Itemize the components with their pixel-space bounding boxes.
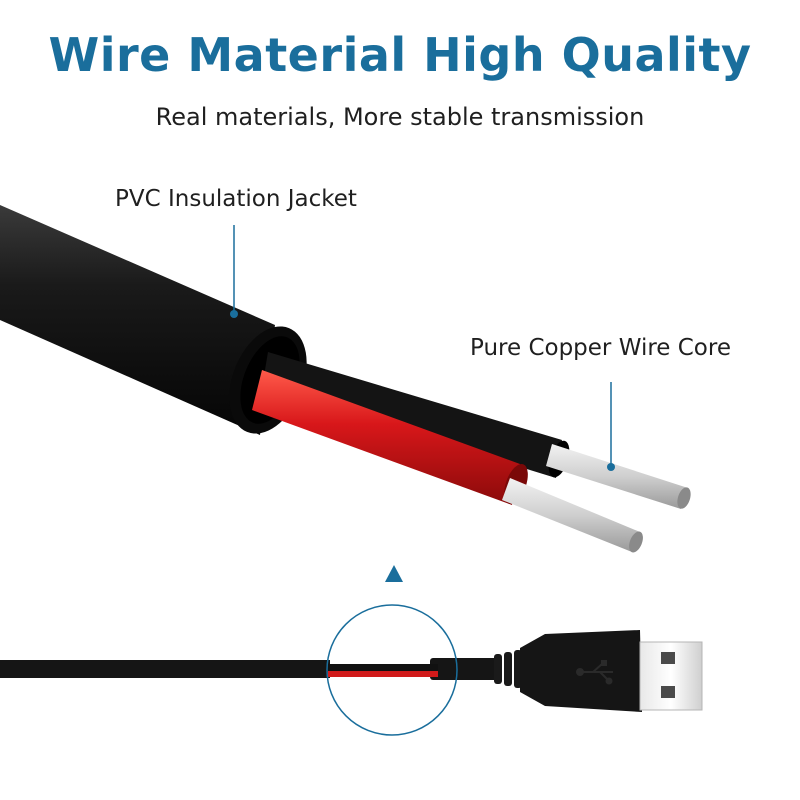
copper-core-front [502,478,643,553]
usb-trident-icon [576,660,613,685]
page-subtitle: Real materials, More stable transmission [155,103,645,131]
jacket-label: PVC Insulation Jacket [115,186,357,212]
copper-core-back [546,444,691,509]
page-title: Wire Material High Quality [48,28,752,82]
up-triangle-icon [385,565,403,582]
magnifier-circle [326,604,458,736]
jacket-callout-dot [230,310,238,318]
core-callout-dot [607,463,615,471]
core-label: Pure Copper Wire Core [470,335,731,361]
